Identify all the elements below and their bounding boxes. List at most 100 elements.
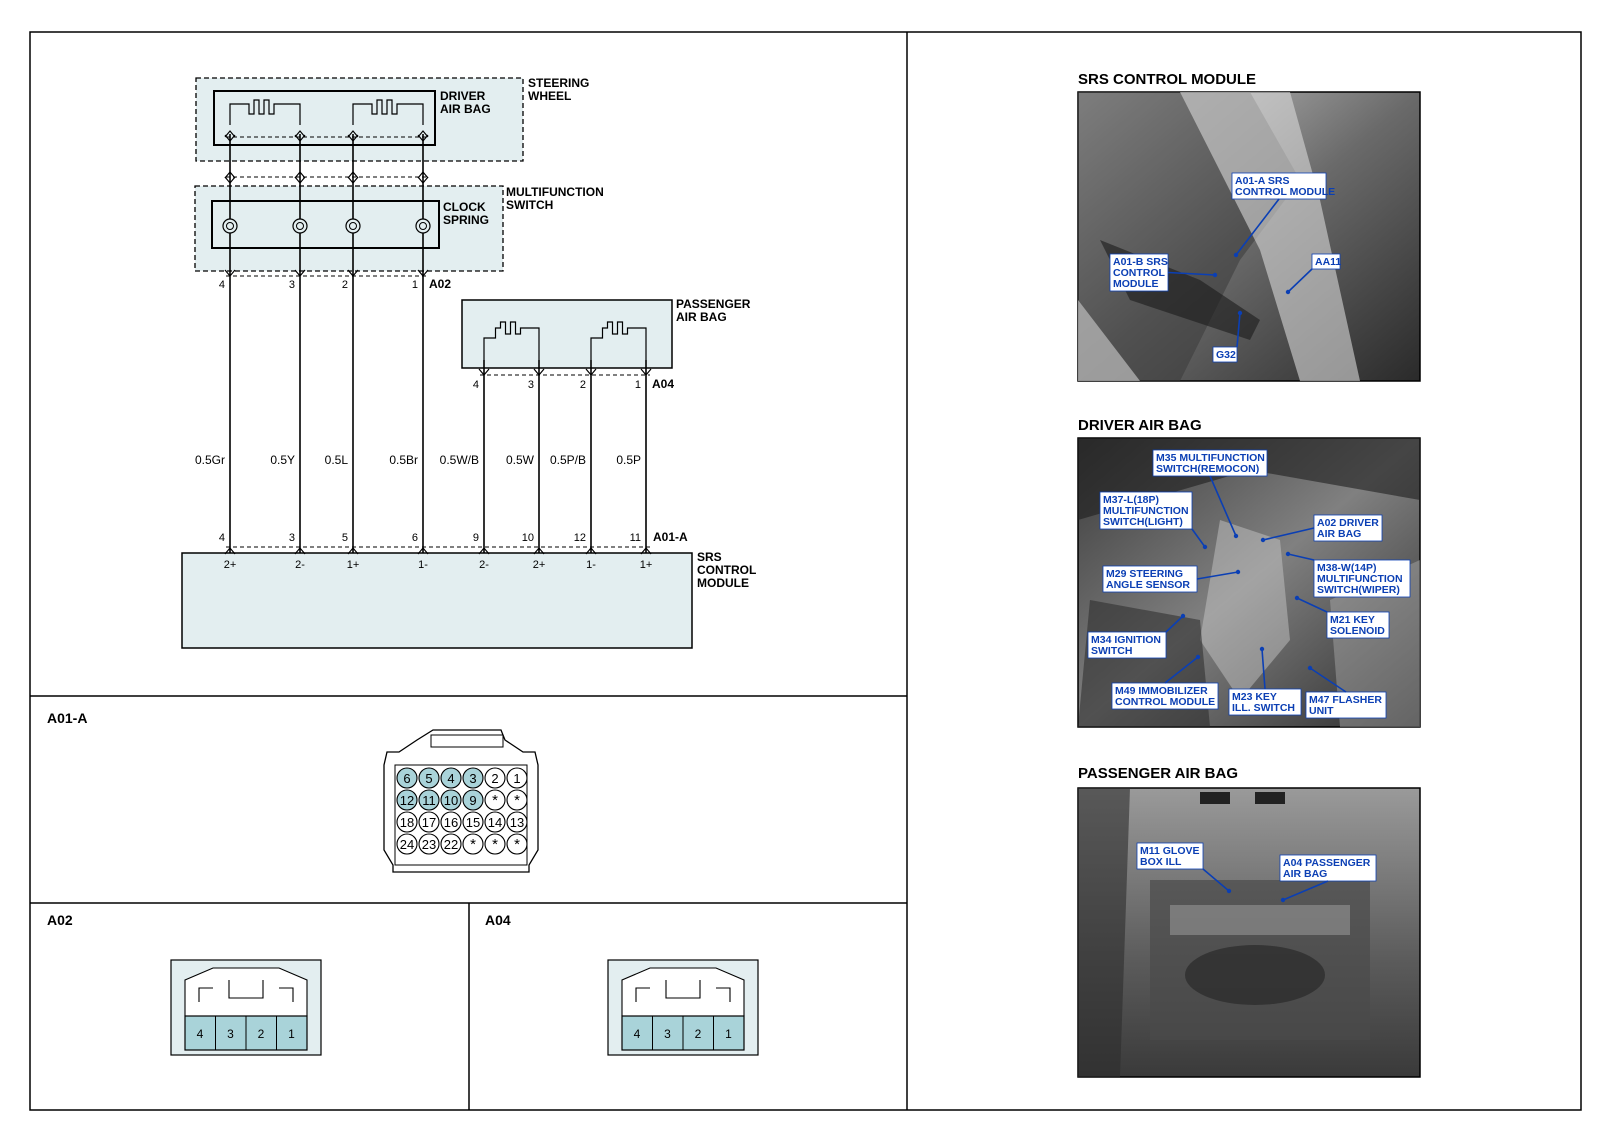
connector-chevron (347, 171, 359, 179)
a01a-latch (430, 734, 504, 748)
connector-chevron (585, 368, 597, 376)
wire-spec-label: 0.5L (325, 453, 349, 467)
squib-symbol (590, 321, 647, 360)
wire-bottom-pin-number: 11 (630, 532, 641, 544)
squib-symbol (352, 99, 424, 125)
callout-label: G32 (1212, 346, 1238, 363)
callout-text: AA11 (1315, 256, 1341, 268)
callout-leader (1261, 648, 1266, 690)
wire-top-pin-number: 4 (473, 379, 479, 391)
wire-bottom-pin-number: 9 (473, 532, 479, 544)
a01a-pin (440, 811, 462, 833)
a01a-pin (396, 811, 418, 833)
a01a-pin (440, 767, 462, 789)
wire-top-pin-number: 3 (289, 279, 295, 291)
connector-chevron (347, 134, 359, 142)
wire-spec-label: 0.5Br (389, 453, 418, 467)
clock-spring-coil-inner (296, 222, 304, 230)
callout-leader (1165, 615, 1184, 633)
a02-key (198, 980, 294, 1002)
callout-box (1228, 688, 1302, 716)
callout-box (1279, 854, 1377, 882)
connector-label-a01a: A01-A (653, 530, 688, 544)
callout-box (1099, 491, 1193, 530)
connector-chevron (224, 269, 236, 277)
module-terminal-label: 2+ (533, 559, 546, 571)
a02-pin-label: 4 (197, 1027, 204, 1041)
callout-text: AIR BAG (1283, 868, 1327, 880)
callout-leader (1235, 198, 1280, 256)
connector-chevron (224, 134, 236, 142)
callout-text: M11 GLOVE (1140, 845, 1200, 857)
connector-chevron (533, 368, 545, 376)
a04-pin-label: 4 (634, 1027, 641, 1041)
callout-text: CONTROL MODULE (1235, 186, 1335, 198)
callout-box (1087, 631, 1167, 659)
steering-wheel-label: STEERING (528, 76, 589, 90)
connector-chevron (294, 134, 306, 142)
connector-chevron (417, 130, 429, 138)
a01a-pin (418, 833, 440, 855)
a02-connector-title: A02 (47, 912, 73, 928)
callout-leader (1209, 475, 1237, 537)
connector-chevron (478, 547, 490, 555)
module-terminal-label: 1- (418, 559, 428, 571)
connector-chevron (224, 176, 236, 184)
a01a-pin (418, 811, 440, 833)
page-frame (29, 31, 1582, 1111)
a01a-pin-label: 9 (469, 793, 476, 808)
callout-arrowhead (1280, 897, 1286, 903)
callout-arrowhead (1180, 613, 1186, 619)
connector-chevron (417, 176, 429, 184)
a01a-pin-label: 12 (400, 793, 414, 808)
a01a-pin (506, 833, 528, 855)
a01a-connector-title: A01-A (47, 710, 87, 726)
a01a-pin-label: 23 (422, 837, 436, 852)
connector-chevron (294, 547, 306, 555)
a04-pin-label: 3 (664, 1027, 671, 1041)
a01a-pin-label: 11 (422, 793, 436, 808)
callout-text: M29 STEERING (1106, 568, 1183, 580)
connector-chevron (294, 176, 306, 184)
callout-arrowhead (1237, 310, 1243, 316)
callout-leader (1236, 312, 1241, 348)
a01a-pin (440, 833, 462, 855)
clock-spring-label: CLOCK (443, 200, 486, 214)
photo-title-srs-module: SRS CONTROL MODULE (1078, 71, 1256, 88)
callout-leader (1296, 597, 1328, 613)
callout-label: AA11 (1311, 253, 1341, 270)
a01a-pin (506, 789, 528, 811)
callout-text: SWITCH(LIGHT) (1103, 516, 1183, 528)
callout-arrowhead (1202, 544, 1208, 550)
photo-srs-module (1077, 91, 1421, 382)
a01a-pin (462, 833, 484, 855)
callout-leader (1309, 667, 1347, 693)
a01a-pin-label: 22 (444, 837, 458, 852)
callout-text: M49 IMMOBILIZER (1115, 685, 1208, 697)
callout-arrowhead (1285, 551, 1291, 557)
callout-text: MULTIFUNCTION (1317, 573, 1403, 585)
connector-chevron (347, 269, 359, 277)
module-terminal-label: 1+ (640, 559, 653, 571)
callout-leader (1262, 527, 1315, 541)
callout-arrowhead (1285, 289, 1291, 295)
callout-text: UNIT (1309, 705, 1334, 717)
a02-pin-label: 1 (288, 1027, 295, 1041)
callout-box (1313, 559, 1411, 598)
wire-spec-label: 0.5P (616, 453, 641, 467)
wire-spec-label: 0.5P/B (550, 453, 586, 467)
wire-bottom-pin-number: 4 (219, 532, 225, 544)
callout-text: SWITCH (1091, 645, 1132, 657)
callout-leader (1196, 571, 1239, 580)
callout-arrowhead (1233, 252, 1239, 258)
callout-text: MULTIFUNCTION (1103, 505, 1189, 517)
clock-spring-coil-inner (226, 222, 234, 230)
a01a-pin-label: * (470, 836, 476, 853)
srs-module-label: MODULE (697, 576, 749, 590)
